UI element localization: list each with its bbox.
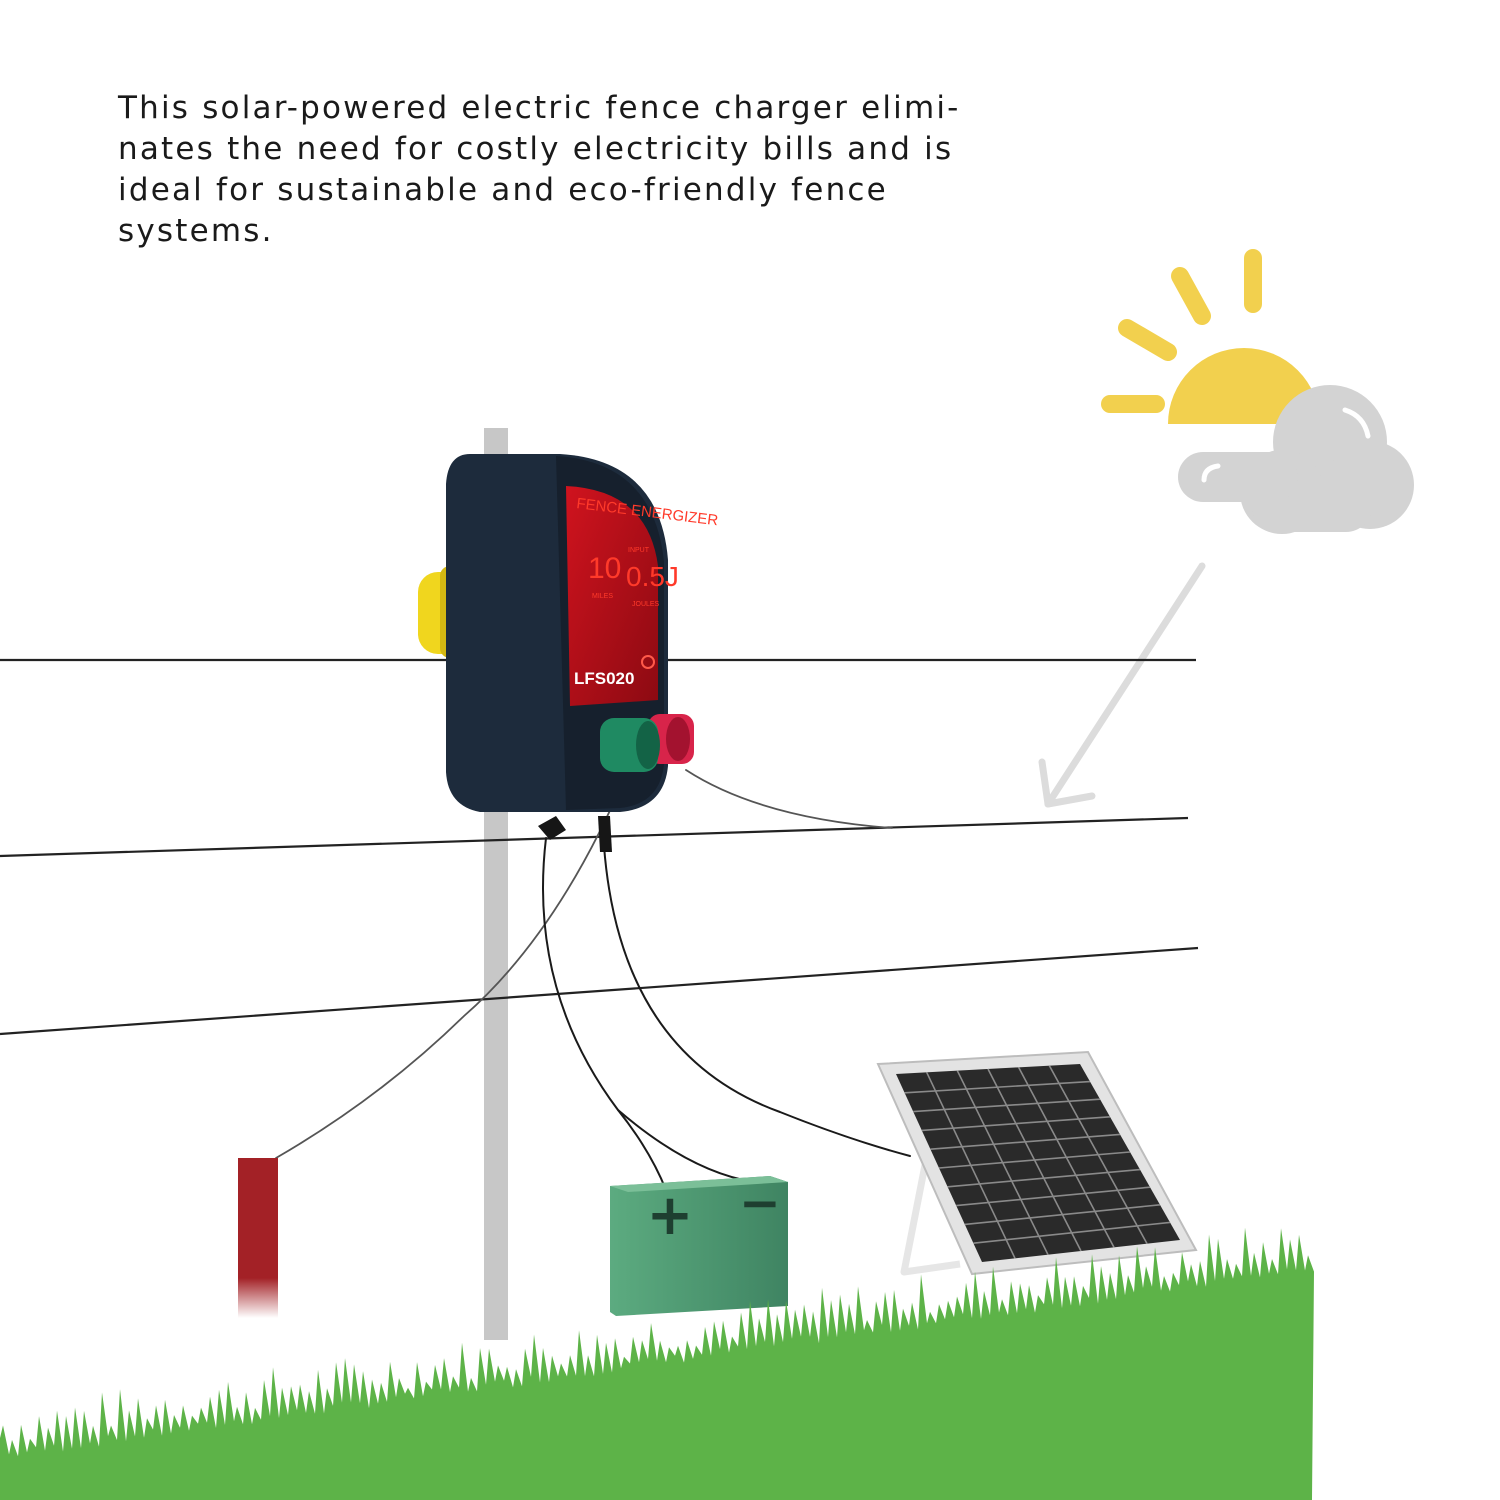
energizer-input-label: INPUT — [628, 547, 650, 554]
arrow-down-left-icon — [1038, 562, 1206, 808]
solar-cell-line — [913, 1098, 1101, 1113]
battery: + − — [610, 1174, 788, 1316]
energizer-output-unit: JOULES — [632, 601, 660, 608]
solar-cell-line — [921, 1116, 1111, 1132]
solar-cell-line — [938, 1151, 1131, 1169]
solar-cell-line — [930, 1133, 1121, 1150]
caption-line-3: ideal for sustainable and eco-friendly f… — [118, 172, 888, 208]
solar-cell-line — [964, 1204, 1161, 1226]
energizer-range-unit: MILES — [592, 593, 613, 600]
cloud-icon — [1178, 385, 1414, 534]
battery-positive-symbol: + — [647, 1183, 694, 1248]
caption-line-1: This solar-powered electric fence charge… — [118, 90, 961, 126]
solar-panel-grid — [904, 1065, 1171, 1259]
power-icon — [641, 655, 655, 669]
solar-cell-line — [956, 1186, 1151, 1207]
fence-energizer: FENCE ENERGIZER 10 MILES INPUT 0.5J JOUL… — [418, 454, 719, 812]
energizer-output-value: 0.5J — [626, 561, 679, 592]
energizer-range-value: 10 — [588, 552, 621, 585]
caption: This solar-powered electric fence charge… — [118, 88, 998, 252]
energizer-model: LFS020 — [574, 669, 634, 688]
caption-line-4: systems. — [118, 213, 274, 249]
battery-negative-symbol: − — [739, 1174, 781, 1232]
ground-rod — [238, 1158, 278, 1318]
lead-wires — [275, 769, 911, 1191]
green-terminal — [600, 718, 660, 772]
sun-icon — [1101, 249, 1320, 424]
grass — [0, 1227, 1314, 1500]
caption-line-2: nates the need for costly electricity bi… — [118, 131, 954, 167]
solar-cell-line — [973, 1221, 1171, 1244]
alligator-clips — [538, 816, 612, 852]
solar-cell-line — [904, 1080, 1091, 1094]
solar-cell-line — [947, 1168, 1141, 1188]
solar-panel — [876, 1050, 1198, 1276]
